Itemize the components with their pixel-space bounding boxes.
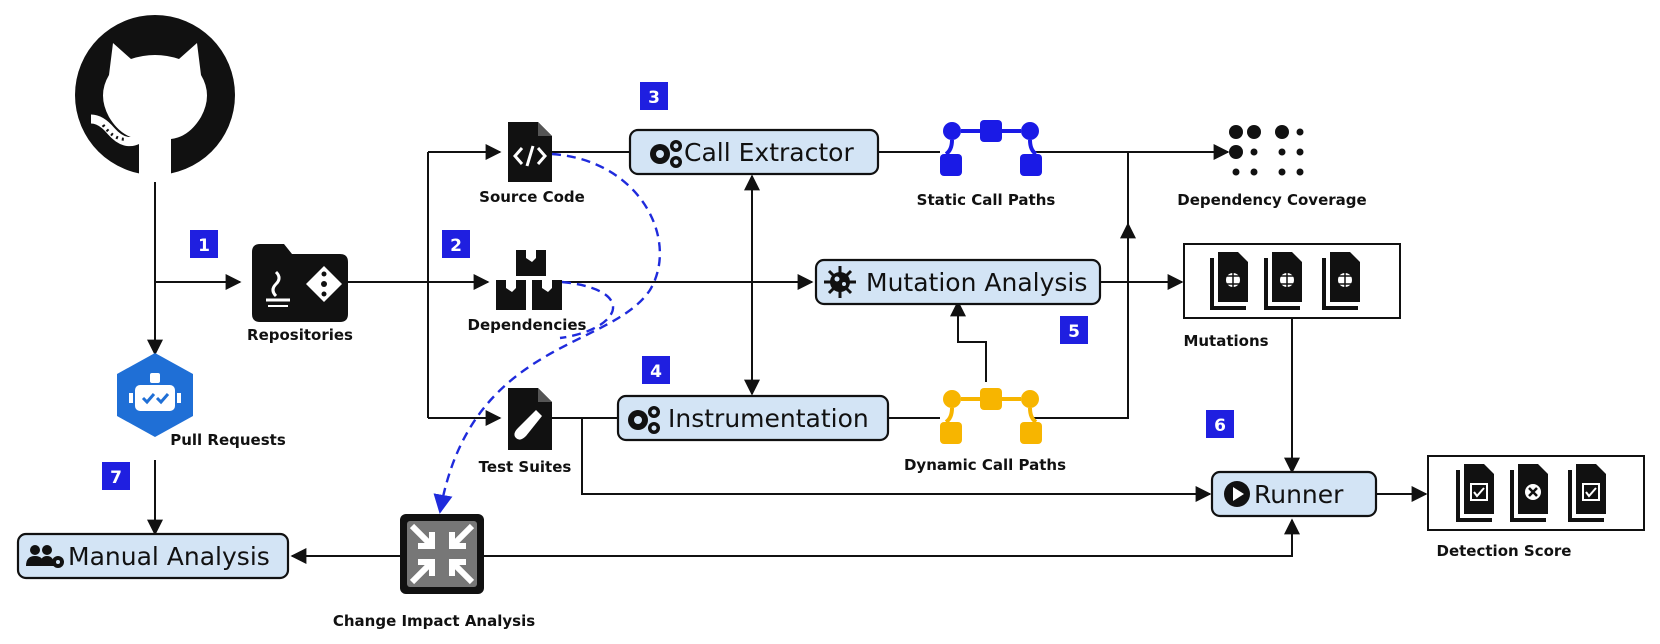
svg-text:4: 4 bbox=[650, 362, 662, 382]
github-icon bbox=[75, 15, 235, 175]
step-badge-2: 2 bbox=[442, 230, 470, 258]
step-badge-4: 4 bbox=[642, 356, 670, 384]
gears-icon bbox=[628, 406, 660, 434]
step-badge-6: 6 bbox=[1206, 410, 1234, 438]
code-file-icon bbox=[508, 122, 552, 182]
pull-requests-caption: Pull Requests bbox=[170, 431, 286, 449]
check-files-icon bbox=[1427, 455, 1645, 531]
step-badge-7: 7 bbox=[102, 462, 130, 490]
svg-text:2: 2 bbox=[450, 236, 462, 256]
bot-hexagon-icon bbox=[117, 353, 193, 437]
test-file-icon bbox=[508, 388, 552, 450]
call-extractor-box[interactable]: Call Extractor bbox=[628, 128, 880, 176]
instrumentation-box[interactable]: Instrumentation bbox=[616, 394, 890, 442]
runner-box[interactable]: Runner bbox=[1210, 470, 1378, 518]
gears-icon bbox=[650, 140, 682, 168]
mutation-analysis-box[interactable]: Mutation Analysis bbox=[814, 258, 1102, 306]
folder-java-git-icon bbox=[252, 244, 348, 322]
arrow-dynamic-to-mutation bbox=[950, 300, 987, 382]
connectors bbox=[147, 144, 1428, 564]
arrow-dynamic-to-coverage bbox=[1032, 222, 1136, 419]
step-badge-1: 1 bbox=[190, 230, 218, 258]
virus-icon bbox=[824, 266, 856, 298]
step-badge-3: 3 bbox=[640, 82, 668, 110]
arrow-tests-to-runner bbox=[581, 418, 1212, 502]
detection-score-caption: Detection Score bbox=[1437, 542, 1572, 560]
bug-files-icon bbox=[1183, 243, 1401, 319]
repositories-caption: Repositories bbox=[247, 326, 353, 344]
runner-label: Runner bbox=[1254, 480, 1344, 509]
dashed-source-to-impact bbox=[433, 152, 661, 514]
dependency-coverage-caption: Dependency Coverage bbox=[1177, 191, 1366, 209]
dependencies-caption: Dependencies bbox=[468, 316, 587, 334]
instrumentation-label: Instrumentation bbox=[668, 404, 869, 433]
source-code-caption: Source Code bbox=[479, 188, 585, 206]
mutation-analysis-label: Mutation Analysis bbox=[866, 268, 1087, 297]
call-extractor-label: Call Extractor bbox=[684, 138, 854, 167]
svg-text:7: 7 bbox=[110, 468, 122, 488]
call-graph-icon bbox=[940, 388, 1042, 444]
static-call-paths-caption: Static Call Paths bbox=[917, 191, 1056, 209]
call-graph-icon bbox=[940, 120, 1042, 176]
svg-text:5: 5 bbox=[1068, 322, 1080, 342]
dot-grid-icon bbox=[1229, 125, 1304, 176]
svg-text:6: 6 bbox=[1214, 416, 1226, 436]
svg-text:1: 1 bbox=[198, 236, 210, 256]
users-gear-icon bbox=[26, 545, 64, 568]
step-badge-5: 5 bbox=[1060, 316, 1088, 344]
svg-text:3: 3 bbox=[648, 88, 660, 108]
boxes-icon bbox=[496, 250, 562, 310]
dashed-dependencies-to-impact bbox=[559, 280, 615, 340]
manual-analysis-label: Manual Analysis bbox=[68, 542, 270, 571]
arrow-runner-to-manual bbox=[290, 518, 1300, 564]
manual-analysis-box[interactable]: Manual Analysis bbox=[16, 532, 290, 580]
mutations-caption: Mutations bbox=[1183, 332, 1268, 350]
dynamic-call-paths-caption: Dynamic Call Paths bbox=[904, 456, 1066, 474]
change-impact-analysis-caption: Change Impact Analysis bbox=[333, 612, 535, 630]
play-icon bbox=[1224, 481, 1250, 507]
compress-arrows-icon bbox=[400, 514, 484, 594]
test-suites-caption: Test Suites bbox=[479, 458, 572, 476]
